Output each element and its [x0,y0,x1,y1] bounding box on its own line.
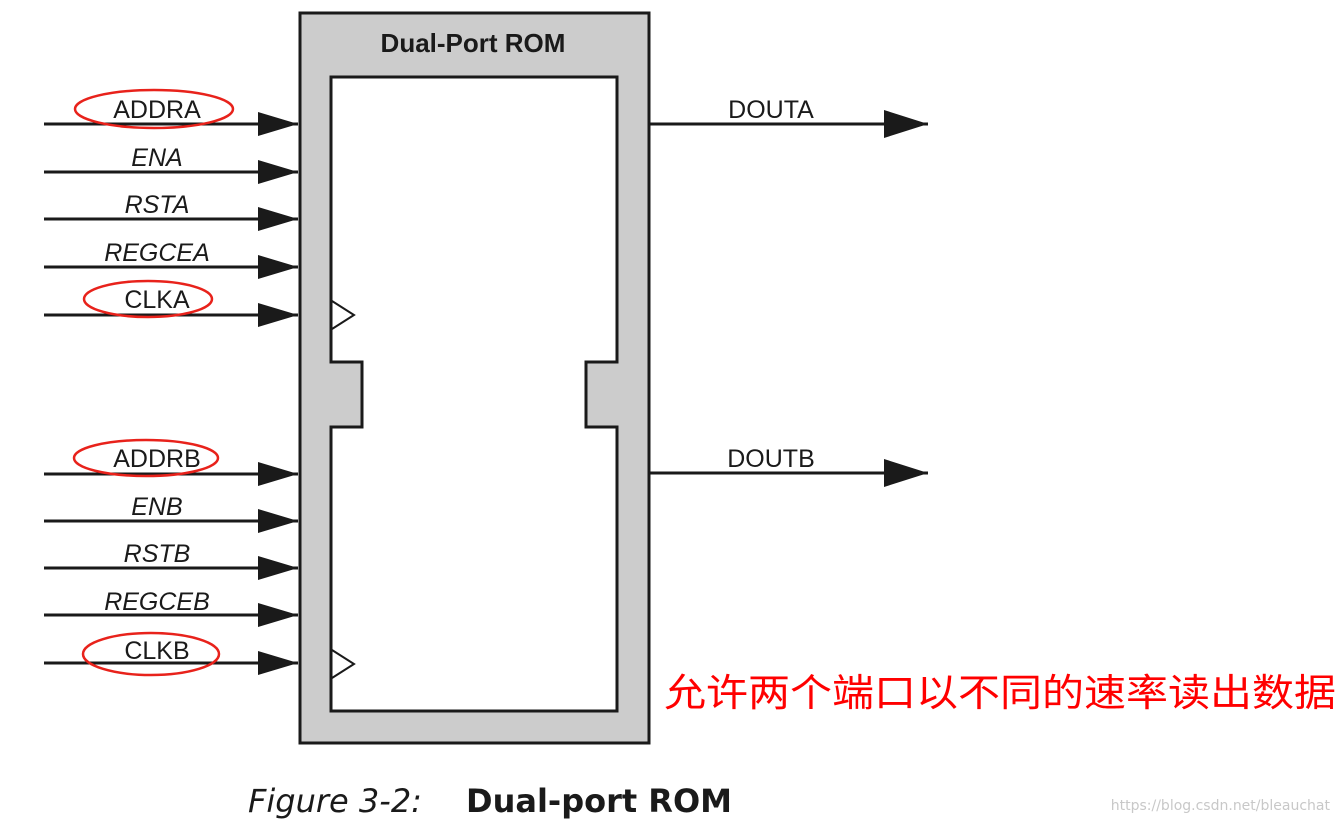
enb-label: ENB [131,493,182,521]
addra-label: ADDRA [113,96,201,124]
block-title: Dual-Port ROM [381,28,566,58]
rsta-label: RSTA [125,191,190,219]
clka-highlight [82,279,214,319]
addrb-label: ADDRB [113,445,201,473]
ena-label: ENA [131,144,182,172]
clkb-label: CLKB [124,637,189,665]
regcea-label: REGCEA [104,239,210,267]
regceb-label: REGCEB [104,588,210,616]
rom-block-inner [329,75,619,713]
annotation-text: 允许两个端口以不同的速率读出数据 [664,671,1336,715]
figure-caption-title: Dual-port ROM [466,782,732,820]
addrb-highlight [72,438,220,478]
figure-caption-label: Figure 3-2: [248,782,422,820]
doutb-label: DOUTB [727,445,815,473]
clock-b-triangle [331,649,356,679]
clkb-highlight [81,631,221,677]
clock-a-triangle [331,300,356,330]
watermark: https://blog.csdn.net/bleauchat [1111,798,1331,814]
addra-highlight [73,88,235,130]
rstb-label: RSTB [124,540,191,568]
douta-label: DOUTA [728,96,814,124]
clka-label: CLKA [124,286,190,314]
highlight-marks [72,88,235,677]
